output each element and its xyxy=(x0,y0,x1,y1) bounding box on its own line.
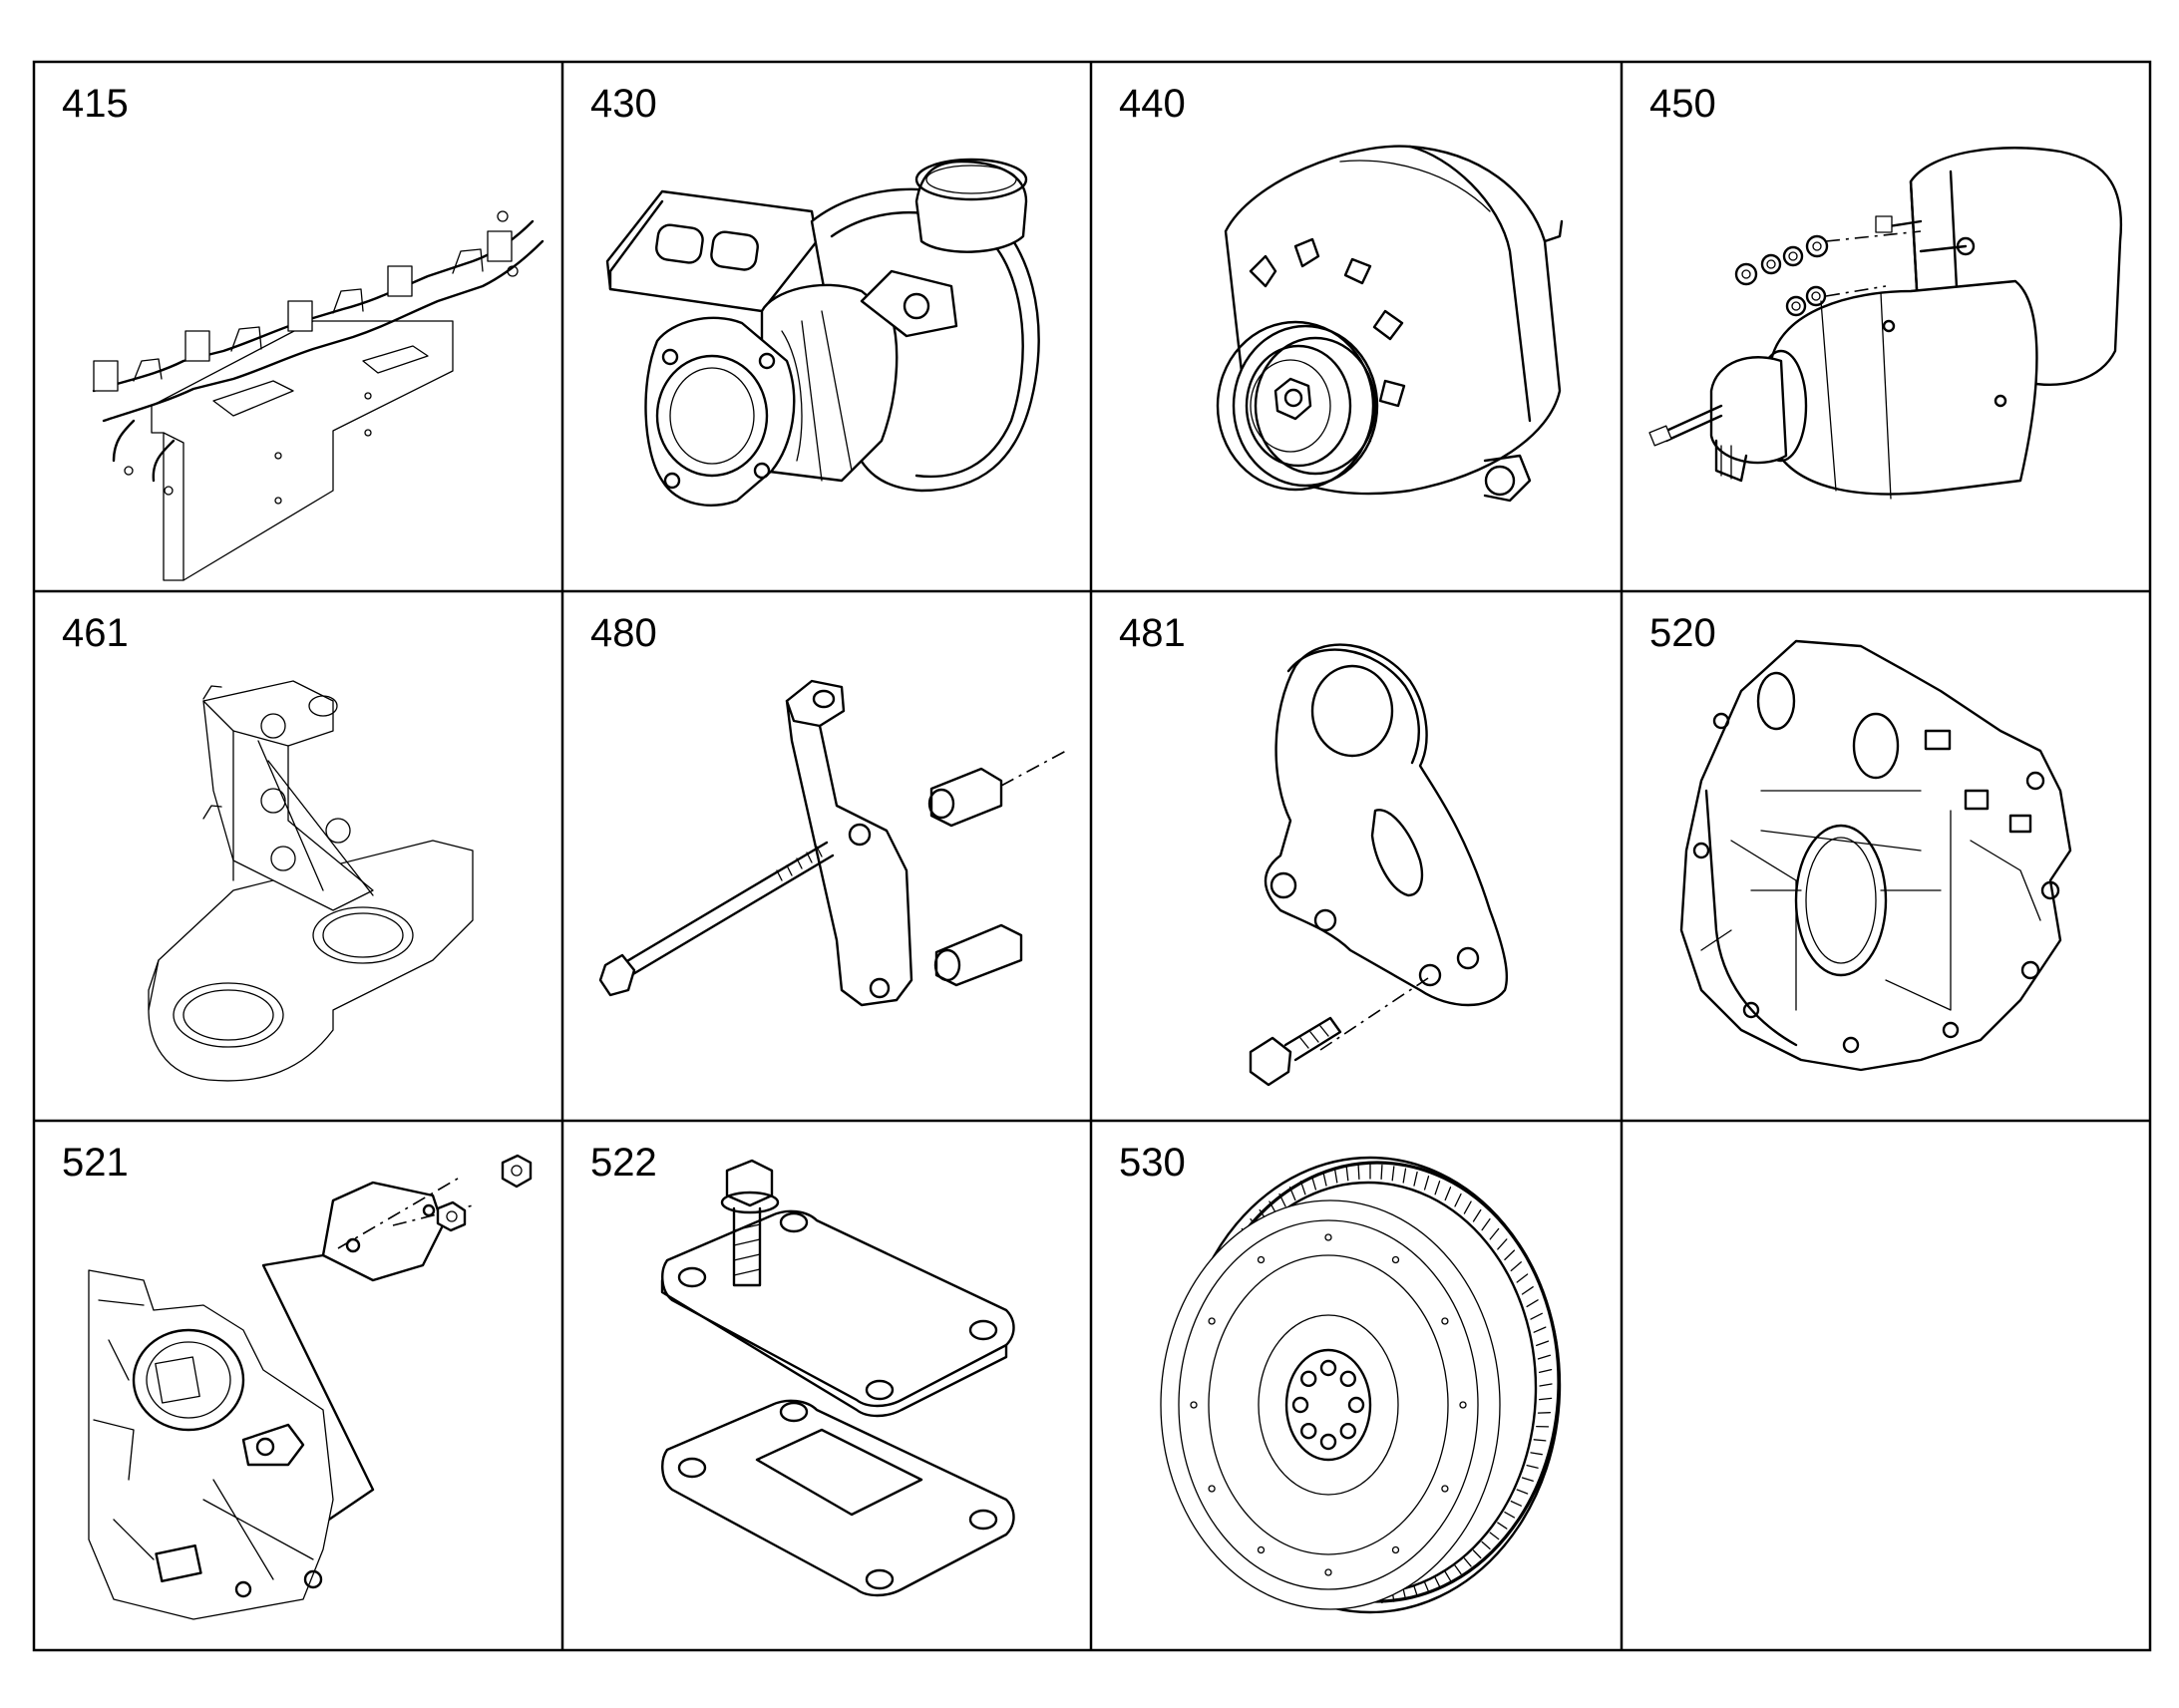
lifting-eye-bracket-icon xyxy=(1249,643,1508,1087)
part-cell-520[interactable]: 520 xyxy=(1622,591,2150,1121)
part-number: 522 xyxy=(590,1141,657,1185)
flywheel-icon xyxy=(1160,1156,1562,1614)
part-cell-415[interactable]: 415 xyxy=(34,62,562,591)
part-cell-522[interactable]: 522 xyxy=(562,1121,1091,1650)
part-number: 480 xyxy=(590,611,657,655)
part-number: 521 xyxy=(62,1141,129,1185)
part-cell-empty xyxy=(1622,1121,2150,1650)
flywheel-holes xyxy=(1190,1233,1467,1576)
part-cell-530[interactable]: 530 xyxy=(1091,1121,1622,1650)
engine-support-bracket-icon xyxy=(148,680,474,1082)
bracket-bolt-spacers-icon xyxy=(598,679,1067,1007)
part-number: 461 xyxy=(62,611,129,655)
part-cell-521[interactable]: 521 xyxy=(34,1121,562,1650)
exhaust-manifold-icon xyxy=(92,210,545,581)
part-cell-450[interactable]: 450 xyxy=(1622,62,2150,591)
part-number: 450 xyxy=(1649,82,1716,126)
starter-motor-icon xyxy=(1648,147,2123,500)
part-number: 440 xyxy=(1119,82,1186,126)
part-cell-481[interactable]: 481 xyxy=(1091,591,1622,1121)
flywheel-housing-icon xyxy=(1679,639,2072,1072)
part-cell-440[interactable]: 440 xyxy=(1091,62,1622,591)
turbocharger-icon xyxy=(605,158,1040,508)
part-number: 415 xyxy=(62,82,129,126)
part-number: 430 xyxy=(590,82,657,126)
part-cell-461[interactable]: 461 xyxy=(34,591,562,1121)
part-number: 530 xyxy=(1119,1141,1186,1185)
part-number: 520 xyxy=(1649,611,1716,655)
part-number: 481 xyxy=(1119,611,1186,655)
part-cell-430[interactable]: 430 xyxy=(562,62,1091,591)
alternator-icon xyxy=(1216,145,1564,503)
cover-plate-icon xyxy=(88,1154,533,1620)
flange-gasket-icon xyxy=(660,1159,1015,1597)
part-cell-480[interactable]: 480 xyxy=(562,591,1091,1121)
hub-bolt-holes xyxy=(1291,1359,1365,1451)
